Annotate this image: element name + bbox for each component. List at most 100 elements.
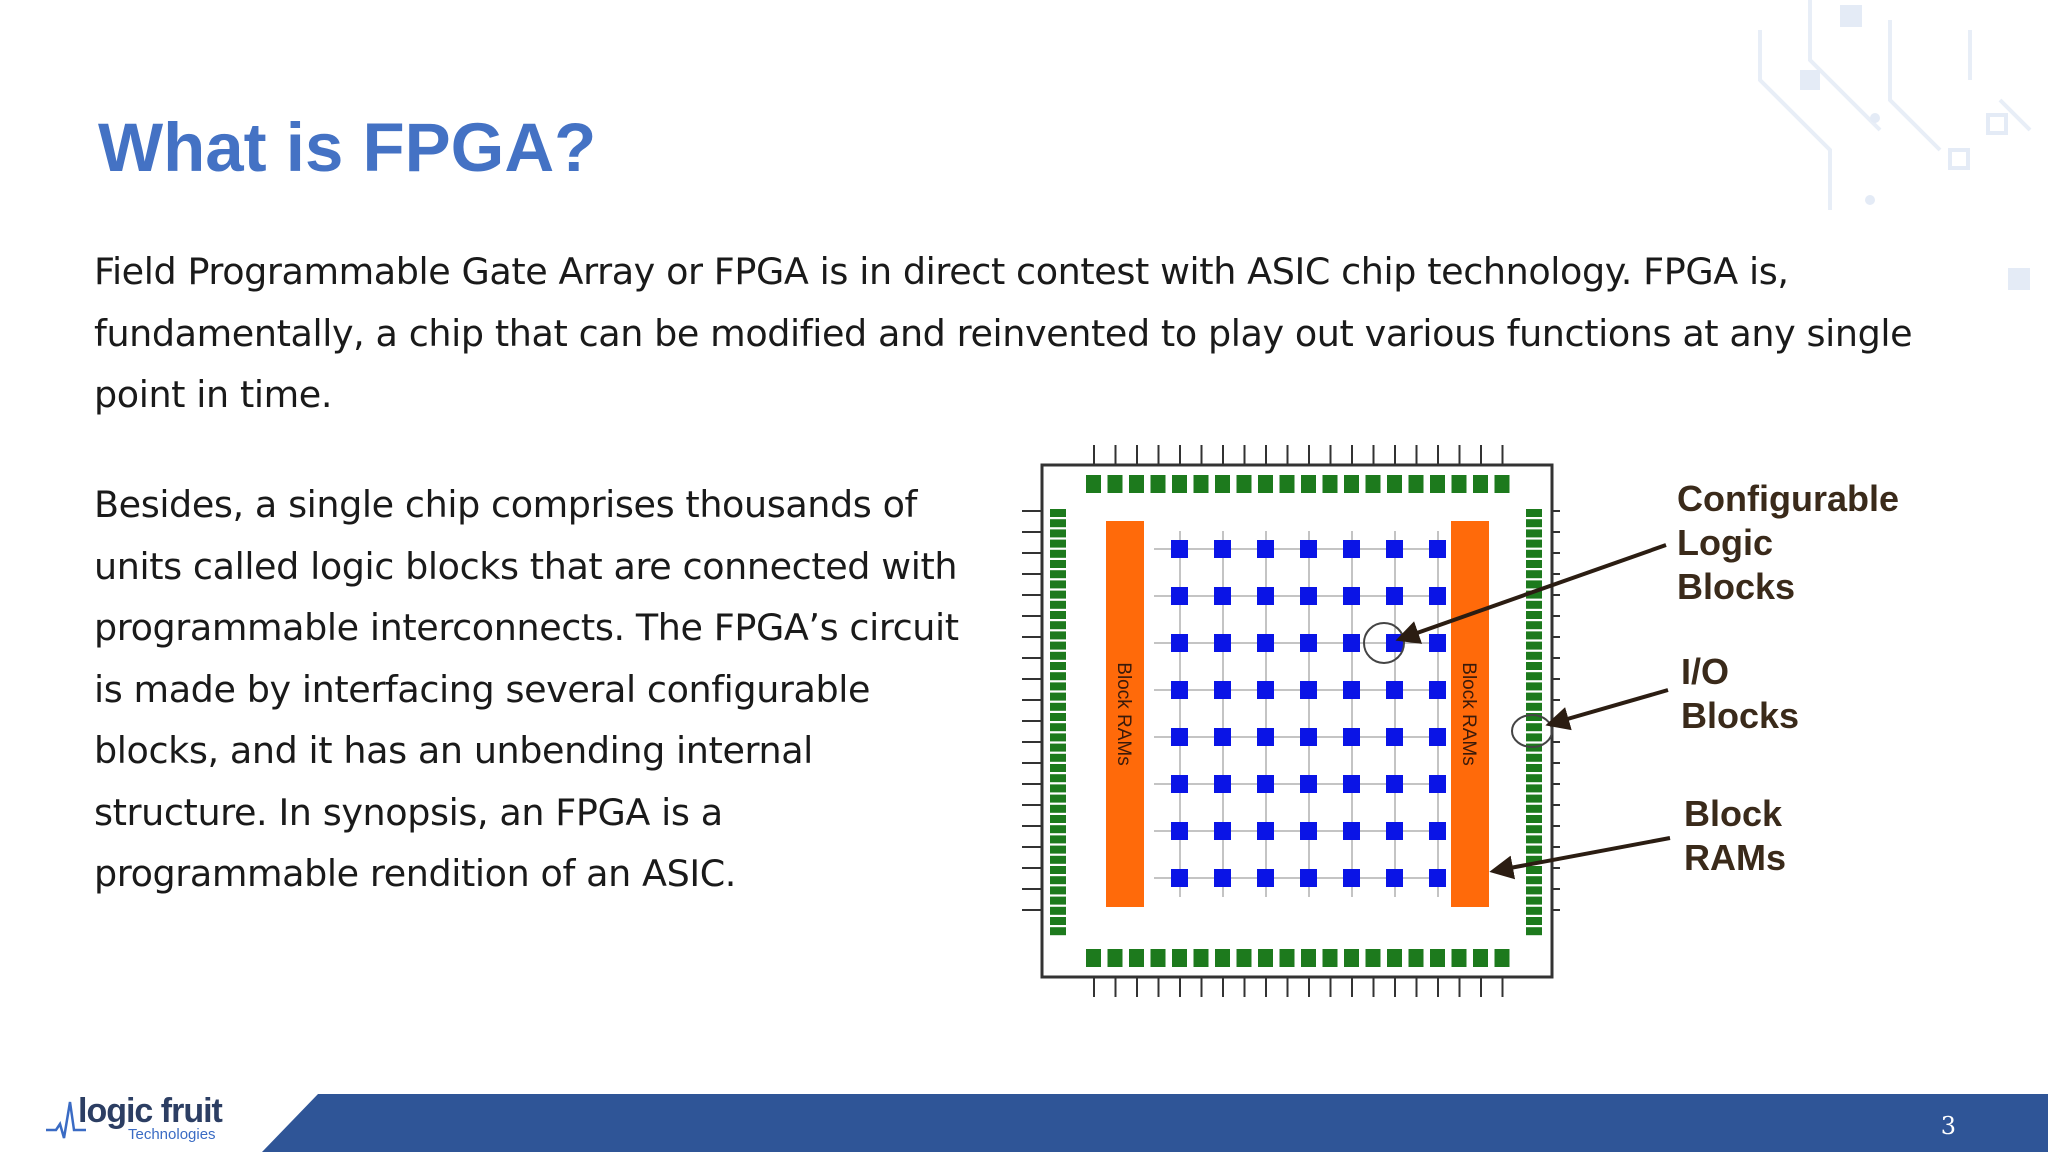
callout-line: Configurable <box>1677 478 1899 519</box>
io-block <box>1050 835 1066 844</box>
logic-block <box>1257 869 1274 887</box>
io-block <box>1526 519 1542 528</box>
io-blocks-bottom <box>1086 949 1510 967</box>
logic-block <box>1343 587 1360 605</box>
io-block <box>1050 662 1066 670</box>
logic-block <box>1300 681 1317 699</box>
io-block <box>1050 794 1066 803</box>
io-block <box>1050 539 1066 548</box>
logic-block <box>1386 540 1403 558</box>
io-block <box>1193 475 1209 493</box>
logic-block <box>1343 728 1360 746</box>
io-block <box>1050 529 1066 538</box>
io-highlight-circle <box>1511 714 1553 748</box>
io-block <box>1050 845 1066 854</box>
logic-block <box>1386 869 1403 887</box>
io-block <box>1150 949 1166 967</box>
logo-name: logic fruit <box>78 1092 223 1130</box>
logic-block <box>1171 540 1188 558</box>
io-block <box>1526 570 1542 579</box>
details-paragraph: Besides, a single chip comprises thousan… <box>94 483 959 895</box>
logic-block <box>1429 634 1446 652</box>
io-block <box>1050 590 1066 599</box>
io-block <box>1129 475 1144 493</box>
logic-block <box>1171 634 1188 652</box>
io-block <box>1365 475 1381 493</box>
logic-block <box>1300 540 1317 558</box>
logic-block <box>1343 540 1360 558</box>
io-block <box>1430 475 1445 493</box>
logic-block <box>1257 540 1274 558</box>
io-block <box>1050 580 1066 589</box>
io-block <box>1050 896 1066 905</box>
logic-block <box>1300 775 1317 793</box>
io-block <box>1526 896 1542 905</box>
chip-pins <box>1022 445 1560 997</box>
io-block <box>1387 949 1402 967</box>
logic-block <box>1386 634 1403 652</box>
logic-block <box>1429 869 1446 887</box>
logic-block <box>1257 681 1274 699</box>
callout-line: Logic <box>1677 522 1773 563</box>
io-block <box>1172 475 1187 493</box>
footer-bar <box>262 1094 2048 1152</box>
callout-io-blocks: I/O Blocks <box>1681 650 1799 738</box>
io-block <box>1172 949 1187 967</box>
io-block <box>1050 672 1066 681</box>
io-block <box>1050 611 1066 619</box>
io-block <box>1526 641 1542 650</box>
callout-line: Blocks <box>1681 695 1800 736</box>
io-block <box>1050 702 1066 711</box>
io-block <box>1050 600 1066 609</box>
callout-line: Blocks <box>1677 566 1796 607</box>
callout-configurable-logic-blocks: Configurable Logic Blocks <box>1677 477 1899 609</box>
logic-block <box>1386 728 1403 746</box>
io-block <box>1050 906 1066 915</box>
io-block <box>1526 906 1542 915</box>
io-block <box>1526 845 1542 854</box>
io-block <box>1526 590 1542 599</box>
io-block <box>1526 753 1542 762</box>
logic-block <box>1429 587 1446 605</box>
io-block <box>1050 866 1066 874</box>
logic-block <box>1257 587 1274 605</box>
io-block <box>1387 475 1402 493</box>
logic-block <box>1214 822 1231 840</box>
io-block <box>1050 876 1066 885</box>
logic-block <box>1343 869 1360 887</box>
io-block <box>1526 672 1542 681</box>
logic-block <box>1386 775 1403 793</box>
io-block <box>1215 949 1230 967</box>
logic-block <box>1300 634 1317 652</box>
logic-block <box>1386 822 1403 840</box>
io-block <box>1344 475 1359 493</box>
io-block <box>1050 743 1066 752</box>
io-block <box>1107 949 1123 967</box>
logic-block <box>1429 728 1446 746</box>
logic-block <box>1386 587 1403 605</box>
company-logo: logic fruit Technologies <box>46 1092 246 1148</box>
io-block <box>1050 825 1066 834</box>
io-block <box>1526 855 1542 864</box>
logo-tagline: Technologies <box>128 1126 216 1143</box>
io-block <box>1526 723 1542 732</box>
block-ram-right-label: Block RAMs <box>1458 662 1479 765</box>
io-block <box>1473 475 1488 493</box>
io-block <box>1050 621 1066 630</box>
io-block <box>1526 815 1542 823</box>
logic-block <box>1171 681 1188 699</box>
io-block <box>1526 560 1542 568</box>
io-block <box>1050 733 1066 742</box>
logic-block <box>1343 775 1360 793</box>
logic-block <box>1214 869 1231 887</box>
io-block <box>1344 949 1359 967</box>
logic-block <box>1343 681 1360 699</box>
io-block <box>1279 949 1295 967</box>
io-block <box>1430 949 1445 967</box>
io-block <box>1526 611 1542 619</box>
io-block <box>1050 692 1066 701</box>
io-block <box>1050 631 1066 640</box>
logic-block <box>1214 587 1231 605</box>
io-block <box>1258 949 1273 967</box>
io-block <box>1526 733 1542 742</box>
